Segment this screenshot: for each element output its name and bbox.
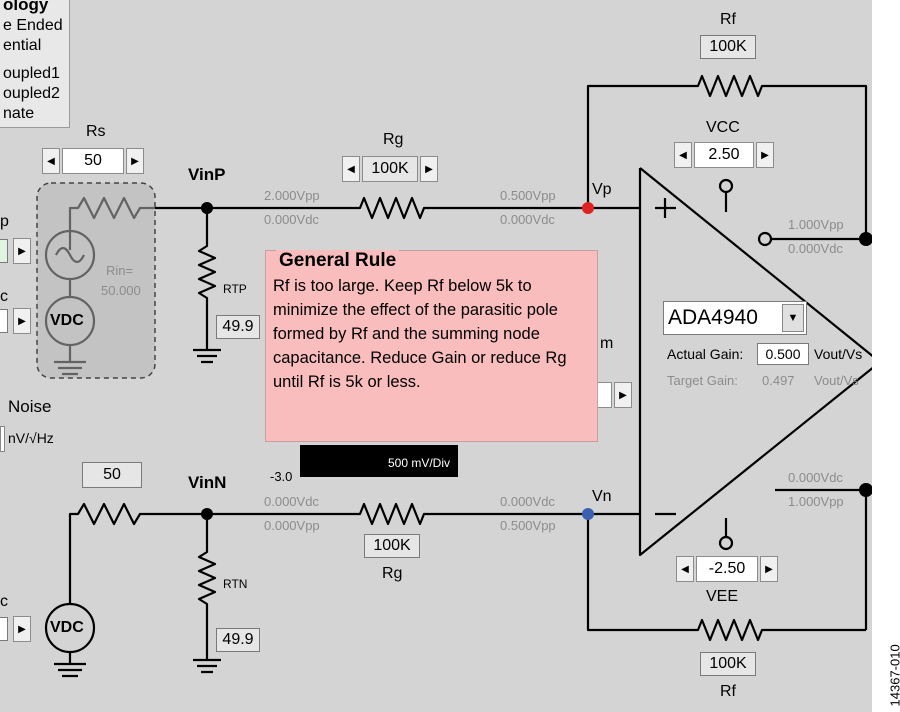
source-p-label: p (0, 213, 9, 230)
rtp-label: RTP (223, 282, 247, 296)
rg-top-label: Rg (383, 131, 404, 148)
topology-option-1[interactable]: e Ended (3, 17, 63, 34)
actual-gain-label: Actual Gain: (667, 346, 744, 362)
target-gain-value: 0.497 (762, 373, 795, 388)
cm-partial-label: m (600, 335, 614, 352)
vn-node-dot (582, 508, 594, 520)
vp-label: Vp (592, 181, 612, 198)
part-select[interactable]: ADA4940 ▼ (663, 301, 807, 335)
vp-vdc-readout: 0.000Vdc (500, 212, 555, 227)
topology-option-2[interactable]: ential (3, 37, 42, 54)
vn-label: Vn (592, 488, 612, 505)
target-gain-unit: Vout/Vs (814, 373, 859, 388)
part-select-value: ADA4940 (668, 306, 758, 329)
source-dc-arrow-icon-bottom[interactable]: ▶ (13, 616, 31, 642)
topology-option-4[interactable]: oupled2 (3, 85, 60, 102)
rs-spinner[interactable]: ◀ 50 ▶ (42, 148, 144, 174)
scope-scale-label: 500 mV/Div (387, 456, 450, 470)
source-dc-field-bottom[interactable] (0, 617, 8, 641)
out-top-junction (859, 232, 872, 246)
rs-value-field[interactable]: 50 (62, 148, 124, 174)
source-dc-field-top[interactable] (0, 309, 8, 333)
vinn-vpp-readout: 0.000Vpp (264, 518, 320, 533)
vinp-label: VinP (188, 165, 226, 184)
noise-unit: nV/√Hz (8, 430, 54, 446)
vee-spinner[interactable]: ◀ -2.50 ▶ (676, 556, 778, 582)
noise-field[interactable] (0, 426, 5, 452)
vcc-label: VCC (706, 119, 740, 136)
rtn-label: RTN (223, 577, 248, 591)
rg-bottom-label: Rg (382, 565, 403, 582)
vn-vdc-readout: 0.000Vdc (500, 494, 555, 509)
vinp-junction (201, 202, 213, 214)
vee-decrement-arrow-icon[interactable]: ◀ (676, 556, 694, 582)
rg-top-value-field[interactable]: 100K (362, 156, 418, 182)
rg-decrement-arrow-icon[interactable]: ◀ (342, 156, 360, 182)
vinn-vdc-readout: 0.000Vdc (264, 494, 319, 509)
actual-gain-field[interactable]: 0.500 (757, 343, 809, 365)
noise-label: Noise (8, 397, 52, 416)
vinp-vdc-readout: 0.000Vdc (264, 212, 319, 227)
out-top-vdc-readout: 0.000Vdc (788, 241, 843, 256)
rg-bottom-value-field[interactable]: 100K (364, 534, 420, 558)
rf-bottom-label: Rf (720, 683, 736, 700)
rs-increment-arrow-icon[interactable]: ▶ (126, 148, 144, 174)
topology-panel: ology e Ended ential oupled1 oupled2 nat… (0, 0, 70, 128)
schematic-canvas: ology e Ended ential oupled1 oupled2 nat… (0, 0, 872, 712)
vcc-value-field[interactable]: 2.50 (694, 142, 754, 168)
figure-number-text: 14367-010 (887, 644, 900, 707)
rf-top-label: Rf (720, 11, 736, 28)
actual-gain-unit: Vout/Vs (814, 346, 863, 362)
chevron-down-icon[interactable]: ▼ (782, 304, 804, 332)
rg-top-spinner[interactable]: ◀ 100K ▶ (342, 156, 438, 182)
vp-vpp-readout: 0.500Vpp (500, 188, 556, 203)
source-dc-arrow-icon-top[interactable]: ▶ (13, 308, 31, 334)
vinp-vpp-readout: 2.000Vpp (264, 188, 320, 203)
out-top-vpp-readout: 1.000Vpp (788, 217, 844, 232)
vn-vpp-readout: 0.500Vpp (500, 518, 556, 533)
vdc-bottom-label: VDC (50, 619, 84, 636)
source-amplitude-field[interactable] (0, 239, 8, 263)
target-gain-label: Target Gain: (667, 373, 738, 388)
vcc-spinner[interactable]: ◀ 2.50 ▶ (674, 142, 774, 168)
vcc-decrement-arrow-icon[interactable]: ◀ (674, 142, 692, 168)
out-bottom-junction (859, 483, 872, 497)
rg-increment-arrow-icon[interactable]: ▶ (420, 156, 438, 182)
vp-node-dot (582, 202, 594, 214)
source-c-label-top: c (0, 288, 8, 305)
schematic-wires (36, 74, 872, 678)
vinn-junction (201, 508, 213, 520)
topology-option-3[interactable]: oupled1 (3, 65, 60, 82)
vdc-top-label: VDC (50, 312, 84, 329)
out-bottom-vpp-readout: 1.000Vpp (788, 494, 844, 509)
rf-bottom-value-field[interactable]: 100K (700, 652, 756, 676)
vee-increment-arrow-icon[interactable]: ▶ (760, 556, 778, 582)
scope-display: 500 mV/Div (300, 445, 458, 477)
scope-offset: -3.0 (270, 469, 293, 484)
vcc-increment-arrow-icon[interactable]: ▶ (756, 142, 774, 168)
rin-line2: 50.000 (101, 283, 141, 298)
bottom-source-value-field[interactable]: 50 (82, 462, 142, 488)
out-bottom-vdc-readout: 0.000Vdc (788, 470, 843, 485)
general-rule-body: Rf is too large. Keep Rf below 5k to min… (273, 277, 567, 391)
rs-decrement-arrow-icon[interactable]: ◀ (42, 148, 60, 174)
topology-title: ology (3, 0, 49, 14)
vee-value-field[interactable]: -2.50 (696, 556, 758, 582)
rin-line1: Rin= (106, 263, 134, 278)
rs-label: Rs (86, 123, 106, 140)
vee-label: VEE (706, 588, 739, 605)
cm-increment-arrow-icon[interactable]: ▶ (614, 382, 632, 408)
general-rule-title: General Rule (276, 250, 400, 272)
rtn-value-field[interactable]: 49.9 (216, 628, 260, 652)
source-amplitude-arrow-icon[interactable]: ▶ (13, 238, 31, 264)
rtp-value-field[interactable]: 49.9 (216, 315, 260, 339)
rf-top-value-field[interactable]: 100K (700, 35, 756, 59)
vinn-label: VinN (188, 473, 227, 492)
figure-number: 14367-010 (888, 632, 900, 712)
topology-option-5[interactable]: nate (3, 105, 35, 122)
general-rule-popup: General Rule Rf is too large. Keep Rf be… (265, 250, 598, 442)
source-c-label-bottom: c (0, 593, 8, 610)
